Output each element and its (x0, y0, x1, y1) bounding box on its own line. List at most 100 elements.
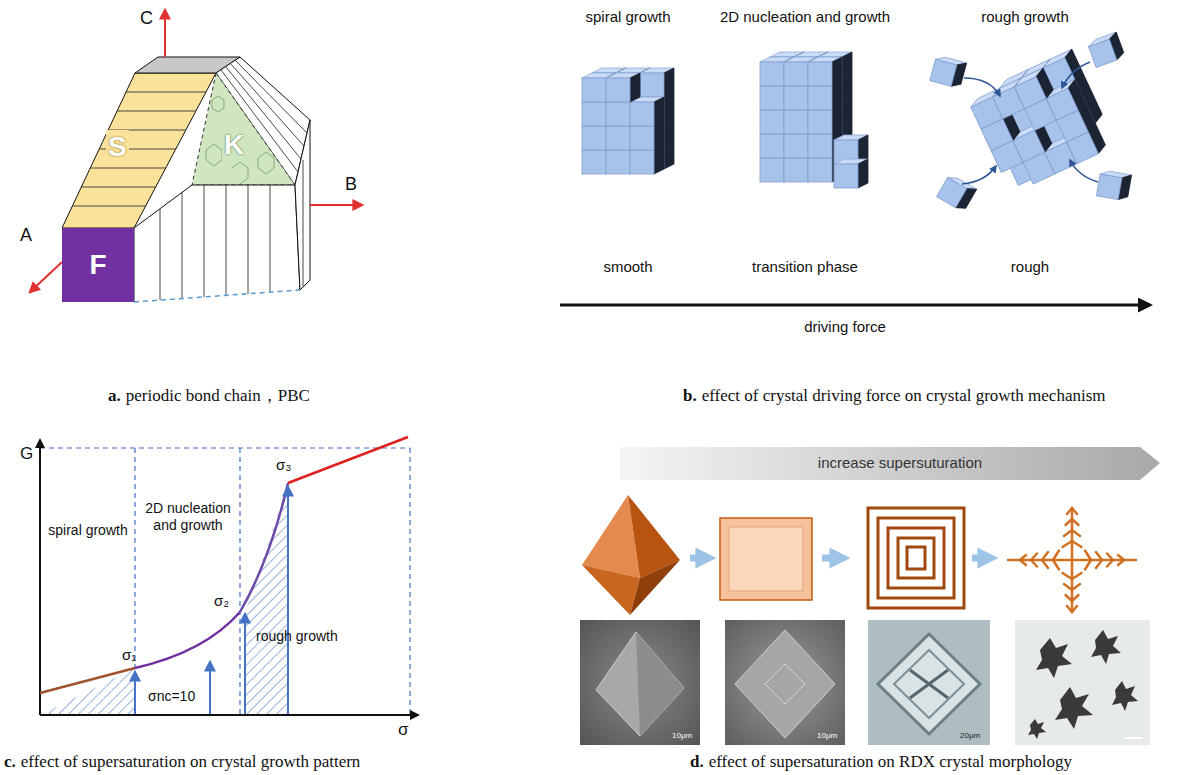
floating-cube (1087, 32, 1125, 68)
sigma-arrow (134, 672, 136, 714)
sigma-label: σ₁ (122, 646, 136, 664)
region-divider (239, 448, 240, 715)
cube-front (784, 110, 808, 134)
pbc-crystal (30, 10, 362, 302)
dendrite-branch (1072, 530, 1080, 536)
cube-front (784, 62, 808, 86)
dendrite-branch (1066, 595, 1073, 601)
attach-arrow (1062, 62, 1090, 88)
sem-photo (1091, 630, 1121, 664)
dendrite-branch (1067, 508, 1072, 514)
dendrite-branch (1064, 584, 1072, 590)
pbc-crystal (134, 185, 300, 302)
step-arrow (822, 555, 842, 562)
cube-front (630, 150, 654, 174)
step-arrow (690, 555, 708, 562)
octahedron (582, 565, 640, 615)
hopper-squares (898, 538, 934, 578)
growth-chart (245, 483, 288, 715)
sem-photo (725, 620, 845, 745)
attach-arrow (964, 78, 1000, 96)
dendrite-branch (1118, 555, 1124, 560)
sem-photo (910, 670, 948, 698)
hex-lines (206, 96, 274, 184)
cube-side (630, 73, 640, 102)
cube-front (784, 86, 808, 110)
attach-arrow (1070, 160, 1098, 182)
surface-label: smooth (603, 258, 652, 276)
mechanism-title: spiral growth (585, 8, 670, 26)
hex-lines (258, 152, 274, 174)
morphology-panel (729, 527, 803, 591)
mechanism-title: 2D nucleation and growth (720, 8, 890, 26)
cube-front (760, 134, 784, 158)
octahedron (582, 495, 680, 615)
dendrite-branch (1066, 519, 1073, 525)
panel-caption: periodic bond chain，PBC (126, 386, 310, 406)
region-divider (409, 448, 410, 715)
growth-chart (288, 437, 408, 483)
cube-front (582, 126, 606, 150)
growth-chart (40, 668, 135, 715)
panel-letter: b. (683, 386, 697, 406)
dendrite-branch (1072, 573, 1082, 579)
axis-arrow (164, 10, 166, 57)
cube-front (582, 150, 606, 174)
sem-photo (1015, 620, 1150, 745)
face-letter: K (222, 128, 246, 162)
cube-front (606, 78, 630, 102)
cube-front (640, 73, 664, 97)
growth-chart (135, 612, 240, 668)
sigma-label: σ₂ (214, 592, 229, 610)
growth-chart (40, 714, 418, 716)
cube-side (842, 52, 852, 81)
axis-label: σ (398, 720, 409, 740)
cube-front (808, 134, 832, 158)
sem-photo (735, 630, 835, 738)
dendrite-branch (1072, 606, 1077, 612)
dendrite-arm (1071, 560, 1074, 612)
dendrite-arm (1072, 559, 1136, 562)
cube-front (606, 102, 630, 126)
cube-front (760, 158, 784, 182)
face-lines (226, 185, 227, 295)
attach-arrow (962, 166, 996, 184)
cube-front (582, 78, 606, 102)
axis-label: B (345, 174, 357, 196)
sem-photo (580, 620, 700, 745)
panel-caption: effect of supersaturation on crystal gro… (21, 752, 361, 772)
morphology-panel (620, 447, 1160, 480)
face-lines (160, 160, 303, 300)
pbc-crystal (134, 290, 300, 302)
dendrite-branch (1064, 530, 1072, 536)
dendrite-branch (1072, 541, 1082, 547)
dendrite-branch (1020, 560, 1026, 565)
floating-cube (930, 55, 967, 89)
region-divider (134, 448, 135, 715)
dendrite-branch (1085, 560, 1091, 570)
hex-lines (206, 144, 222, 166)
cube-front (1089, 39, 1117, 67)
panel-letter: c. (4, 752, 16, 772)
cube-model (582, 32, 1132, 212)
face-lines (160, 209, 161, 300)
cube-front (784, 134, 808, 158)
hopper-squares (907, 547, 925, 569)
panel-caption: effect of supersaturation on RDX crystal… (709, 752, 1072, 772)
morphology-panel (720, 518, 812, 600)
sem-photo (878, 634, 980, 734)
sem-photo (1028, 630, 1138, 739)
region-label: rough growth (256, 628, 338, 645)
face-lines (270, 185, 271, 292)
cube-side (858, 159, 868, 188)
dendrite-branch (1107, 560, 1113, 567)
cube-front (630, 126, 654, 150)
growth-chart (40, 437, 418, 715)
dendrite-branch (1072, 584, 1080, 590)
floating-cube (937, 174, 977, 212)
hopper-squares (888, 528, 944, 588)
region-label: spiral growth (48, 522, 127, 539)
cube-front (808, 62, 832, 86)
cube-front (930, 59, 957, 86)
